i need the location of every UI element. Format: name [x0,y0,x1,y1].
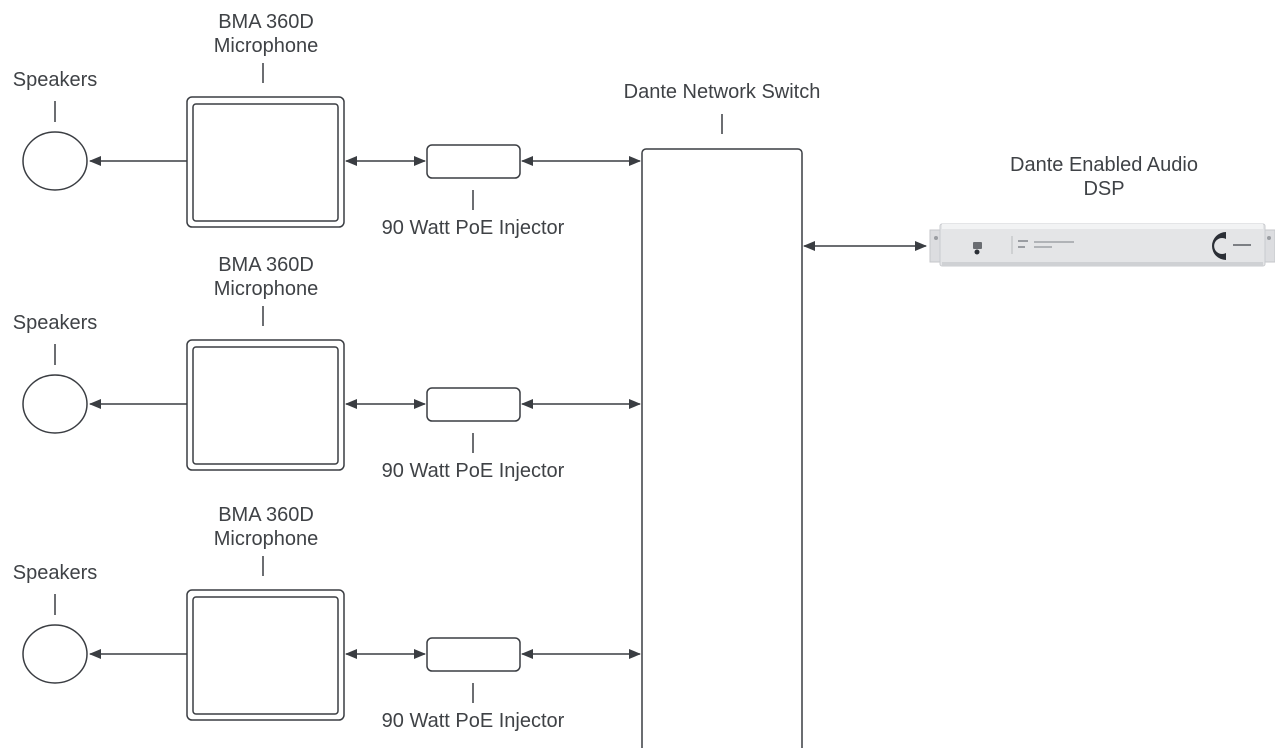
microphone-label-2-line1: BMA 360D [218,254,314,276]
microphone-label-2-line2: Microphone [213,278,319,300]
network-switch-box[interactable] [641,148,803,748]
poe-label-1: 90 Watt PoE Injector [382,216,565,240]
ceiling-microphone-icon[interactable] [186,339,345,471]
poe-injector-icon[interactable] [426,387,521,422]
speaker-label-1: Speakers [13,68,98,92]
microphone-label-3-line2: Microphone [213,528,319,550]
microphone-inner-panel [192,596,339,715]
speaker-circle-icon[interactable] [22,131,88,191]
poe-injector-icon[interactable] [426,144,521,179]
poe-label-2-line1: 90 Watt PoE Injector [381,460,565,482]
microphone-label-1-line2: Microphone [213,35,319,57]
dsp-label: Dante Enabled Audio DSP [1010,153,1198,201]
microphone-inner-panel [192,103,339,222]
poe-label-3-line1: 90 Watt PoE Injector [381,710,565,732]
switch-label: Dante Network Switch [624,80,821,104]
ceiling-microphone-icon[interactable] [186,96,345,228]
speaker-circle-icon[interactable] [22,374,88,434]
rack-dsp-icon[interactable] [929,223,1275,267]
poe-injector-icon[interactable] [426,637,521,672]
poe-label-1-line1: 90 Watt PoE Injector [381,217,565,239]
speaker-label-2: Speakers [13,311,98,335]
dsp-label-line2: DSP [1083,178,1125,200]
poe-label-2: 90 Watt PoE Injector [382,459,565,483]
speaker-label-1-line1: Speakers [12,69,98,91]
speaker-label-2-line1: Speakers [12,312,98,334]
switch-label-text: Dante Network Switch [623,81,821,103]
speaker-label-3: Speakers [13,561,98,585]
microphone-inner-panel [192,346,339,465]
speaker-circle-icon[interactable] [22,624,88,684]
poe-label-3: 90 Watt PoE Injector [382,709,565,733]
speaker-label-3-line1: Speakers [12,562,98,584]
dsp-label-line1: Dante Enabled Audio [1010,154,1198,176]
microphone-label-1-line1: BMA 360D [218,11,314,33]
ceiling-microphone-icon[interactable] [186,589,345,721]
microphone-label-3-line1: BMA 360D [218,504,314,526]
